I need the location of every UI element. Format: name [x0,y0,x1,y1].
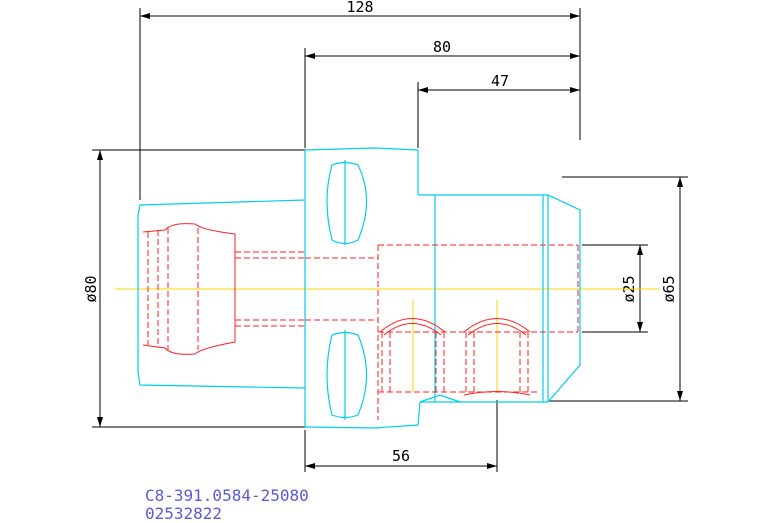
dimension-80-label: 80 [433,38,451,56]
part-outline [137,147,581,429]
part-number: C8-391.0584-25080 [145,486,309,505]
dimension-56-label: 56 [392,447,410,465]
hidden-features [142,223,579,420]
dimension-dia-25: ø25 [582,244,648,333]
dimension-47-label: 47 [491,72,509,90]
dimension-dia-80-label: ø80 [82,275,100,302]
dimension-dia-65-label: ø65 [660,275,678,302]
dimension-128: 128 [139,0,581,200]
dimension-56: 56 [304,400,498,472]
dimension-dia-65: ø65 [548,176,688,402]
dimension-dia-80: ø80 [82,149,305,428]
dimension-128-label: 128 [346,0,373,16]
dimension-80: 80 [304,38,580,148]
part-code: 02532822 [145,504,222,523]
dimension-47: 47 [417,72,580,148]
